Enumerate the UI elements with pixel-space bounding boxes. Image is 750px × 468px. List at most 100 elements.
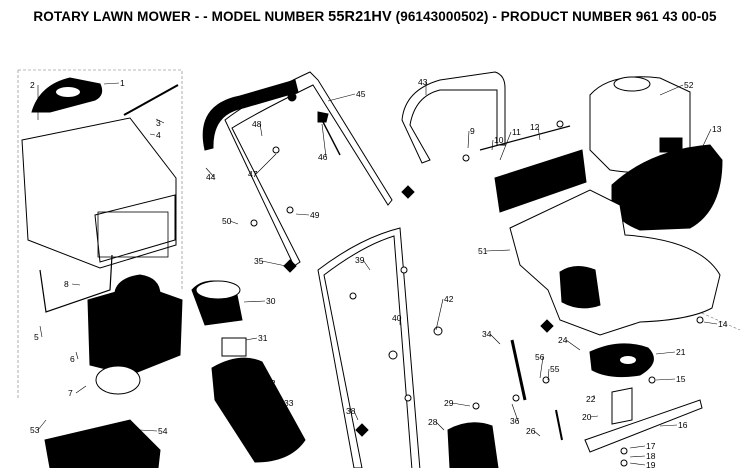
callout-leader-line — [655, 351, 676, 355]
callout-leader-line — [539, 356, 544, 379]
callout-leader-line — [362, 259, 371, 271]
callout-leader-line — [271, 399, 284, 404]
throttle-control — [317, 111, 329, 123]
callout-number: 15 — [676, 374, 686, 384]
callout-number: 7 — [68, 388, 73, 398]
callout-leader-line — [259, 123, 263, 137]
callout-leader-line — [255, 153, 277, 175]
callout-number: 52 — [684, 80, 694, 90]
callout-leader-line — [139, 429, 158, 432]
callout-number: 40 — [392, 313, 402, 323]
callout-number: 5 — [34, 332, 39, 342]
callout-number: 16 — [678, 420, 688, 430]
hardware-items — [250, 92, 704, 467]
callout-leader-line — [499, 131, 512, 161]
callout-number: 14 — [718, 319, 728, 329]
bag-frame-rod — [123, 84, 179, 116]
blade-bolt-housing — [611, 387, 633, 425]
callout-leader-line — [229, 220, 239, 225]
bag-handle-grip-hole — [56, 87, 80, 97]
callout-number: 57 — [572, 287, 582, 297]
callout-leader-line — [629, 445, 646, 449]
callout-leader-line — [435, 421, 445, 431]
callout-number: 42 — [444, 294, 454, 304]
callout-leader-line — [205, 167, 215, 178]
callout-number: 8 — [64, 279, 69, 289]
callout-leader-line — [655, 378, 676, 381]
callout-number: 17 — [646, 441, 656, 451]
callout-leader-line — [353, 410, 359, 421]
callout-number: 47 — [248, 169, 258, 179]
callout-leader-line — [295, 213, 310, 216]
callout-number: 20 — [582, 412, 592, 422]
callout-number: 36 — [510, 416, 520, 426]
callout-leader-line — [701, 128, 712, 149]
callout-leader-line — [451, 402, 471, 407]
hinge-bracket — [221, 337, 247, 357]
callout-leader-line — [491, 139, 494, 151]
callout-number: 28 — [428, 417, 438, 427]
callout-leader-line — [103, 82, 120, 85]
callout-number: 34 — [482, 329, 492, 339]
title-prefix: ROTARY LAWN MOWER - - MODEL NUMBER — [33, 9, 325, 24]
callout-number: 46 — [318, 152, 328, 162]
bag-assembly-boundary — [18, 69, 183, 290]
discharge-door-rim — [195, 280, 241, 300]
callout-number: 45 — [356, 89, 366, 99]
mulch-plug — [44, 419, 161, 468]
model-number: 55R21HV — [328, 9, 392, 25]
blade-adapter-hole — [620, 356, 636, 364]
callout-number: 55 — [550, 364, 560, 374]
diagram-title: ROTARY LAWN MOWER - - MODEL NUMBER 55R21… — [0, 9, 750, 25]
callout-number: 22 — [586, 394, 596, 404]
callout-number: 13 — [712, 124, 722, 134]
handle-foam-grip — [202, 79, 299, 151]
engine — [589, 76, 691, 173]
callout-leader-line — [243, 300, 266, 303]
callout-number: 50 — [222, 216, 232, 226]
side-discharge-chute — [211, 357, 306, 463]
callout-leader-line — [659, 84, 684, 96]
throttle-cable — [321, 119, 341, 156]
callout-number: 9 — [470, 126, 475, 136]
callout-number: 44 — [206, 172, 216, 182]
callout-number: 51 — [478, 246, 488, 256]
callout-leader-line — [75, 385, 87, 394]
callout-number: 48 — [252, 119, 262, 129]
callout-number: 39 — [355, 255, 365, 265]
wheel — [447, 422, 499, 468]
callout-leader-line — [327, 93, 356, 102]
callout-number: 33 — [284, 398, 294, 408]
callout-leader-line — [659, 424, 678, 427]
mower-deck — [509, 189, 721, 336]
callout-number: 54 — [158, 426, 168, 436]
callout-number: 11 — [512, 127, 521, 137]
callout-number: 4 — [156, 130, 161, 140]
callout-leader-line — [321, 123, 327, 158]
callout-leader-line — [155, 118, 165, 124]
callout-leader-line — [149, 133, 156, 136]
lower-handle — [317, 227, 421, 468]
callout-number: 30 — [266, 296, 276, 306]
callout-number: 18 — [646, 451, 656, 461]
callout-number: 29 — [444, 398, 454, 408]
callout-number: 38 — [346, 406, 356, 416]
callout-number: 26 — [526, 426, 536, 436]
callout-leader-line — [37, 419, 47, 431]
callout-leader-line — [629, 455, 646, 458]
callout-number: 6 — [70, 354, 75, 364]
callout-number: 32 — [266, 378, 276, 388]
callout-leader-line — [489, 333, 501, 345]
callout-leader-line — [533, 430, 541, 437]
shield-rod — [479, 125, 571, 151]
blade — [584, 399, 703, 453]
callout-number: 31 — [258, 333, 268, 343]
callout-leader-line — [485, 249, 511, 252]
callout-leader-line — [71, 283, 81, 286]
callout-leader-line — [467, 130, 470, 149]
callout-number: 56 — [535, 352, 545, 362]
callout-leader-line — [629, 462, 646, 466]
rear-skirt — [494, 149, 587, 213]
callout-leader-line — [245, 337, 258, 341]
callout-leader-line — [75, 351, 79, 360]
